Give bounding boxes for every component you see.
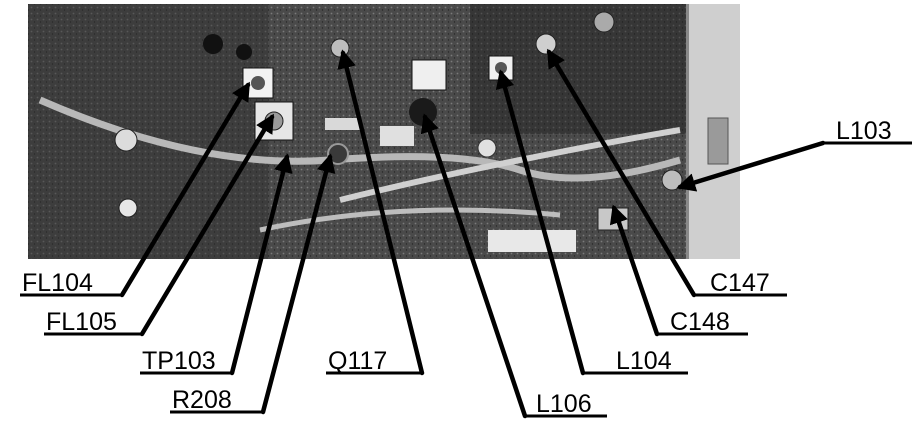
label-l103: L103 bbox=[836, 117, 892, 145]
label-l106: L106 bbox=[536, 390, 592, 418]
label-l104: L104 bbox=[616, 347, 672, 375]
leader-c147 bbox=[546, 48, 697, 298]
leader-lines bbox=[119, 48, 826, 419]
leader-q117 bbox=[337, 49, 425, 376]
label-fl104: FL104 bbox=[22, 269, 93, 297]
leader-c148 bbox=[609, 204, 660, 337]
leader-l103 bbox=[676, 140, 826, 192]
circuit-board-photo bbox=[28, 4, 740, 259]
label-fl105: FL105 bbox=[46, 308, 117, 336]
leader-fl105 bbox=[139, 113, 275, 337]
leader-l104 bbox=[495, 69, 586, 376]
leader-fl104 bbox=[119, 81, 251, 298]
label-r208: R208 bbox=[172, 386, 232, 414]
label-underlines bbox=[20, 141, 912, 418]
leader-r208 bbox=[260, 153, 336, 415]
label-q117: Q117 bbox=[328, 347, 387, 375]
leader-tp103 bbox=[229, 153, 293, 376]
label-c148: C148 bbox=[670, 308, 730, 336]
label-c147: C147 bbox=[710, 269, 770, 297]
label-tp103: TP103 bbox=[142, 347, 216, 375]
leader-l106 bbox=[420, 113, 528, 419]
